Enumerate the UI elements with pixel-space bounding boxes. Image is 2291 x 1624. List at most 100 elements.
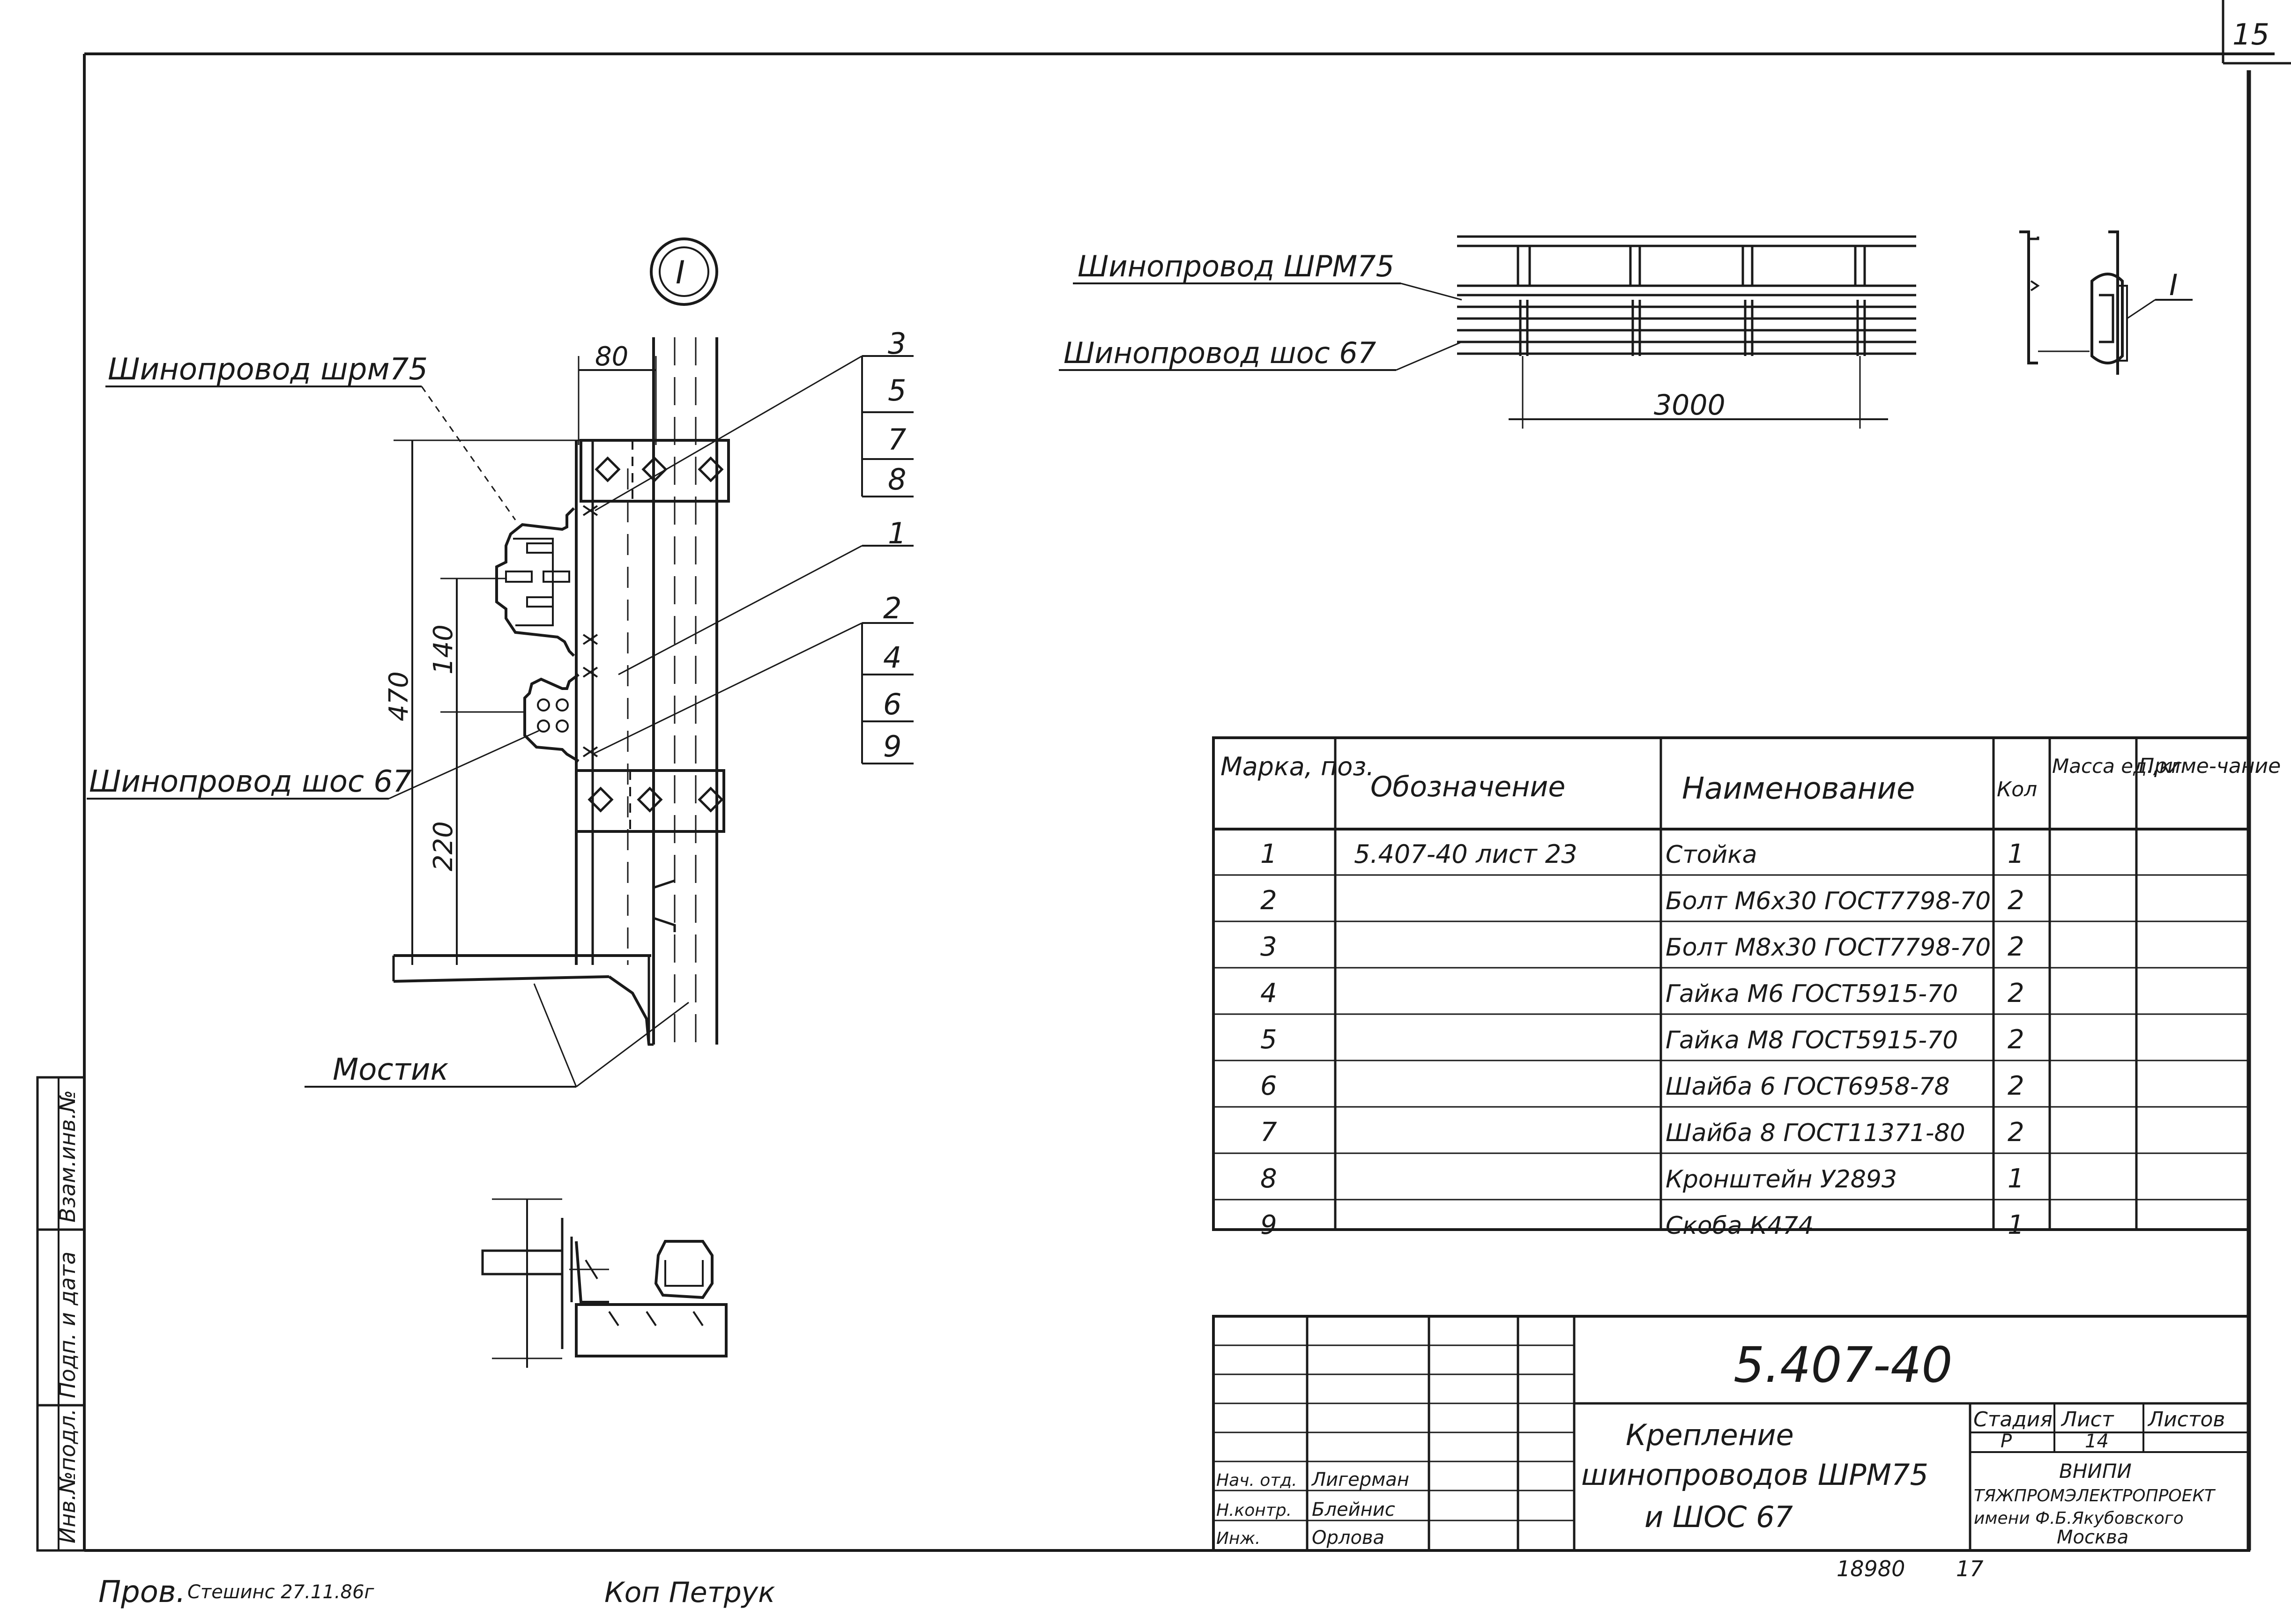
callout-6: 6	[883, 687, 901, 721]
spec-cell-pos: 1	[1260, 839, 1277, 869]
plan-view: 3000 Шинопровод ШРМ75 Шинопровод шос 67	[1059, 235, 1916, 429]
plan-label-shos67: Шинопровод шос 67	[1064, 336, 1376, 370]
staff-name-3: Орлова	[1312, 1527, 1384, 1549]
archive-number: 18980	[1837, 1556, 1905, 1581]
section-labels: Шинопровод шрм75 Шинопровод шос 67 Мости…	[87, 352, 689, 1088]
callout-4: 4	[883, 640, 901, 675]
dim-140: 140	[428, 624, 459, 675]
spec-rows: 1 5.407-40 лист 23 Стойка 1 2 Болт М6х30 ГОСТ…	[1260, 839, 2024, 1240]
spec-cell-pos: 4	[1260, 978, 1277, 1009]
spec-cell-qty: 2	[2008, 1071, 2024, 1101]
callout-9: 9	[883, 729, 901, 764]
doc-code: 5.407-40	[1733, 1336, 1953, 1394]
stamp-replace-inv: Взам.инв.№	[55, 1090, 80, 1223]
stage-value: Р	[2001, 1431, 2012, 1452]
th-mark: Марка, поз.	[1220, 752, 1374, 781]
spec-cell-designation: 5.407-40 лист 23	[1354, 839, 1577, 869]
spec-table: Марка, поз. Обозначение Наименование Кол…	[1212, 736, 2281, 1240]
spec-cell-pos: 7	[1260, 1117, 1277, 1148]
callout-5: 5	[888, 373, 906, 408]
copied-by: Коп Петрук	[604, 1576, 775, 1609]
spec-cell-name: Гайка М8 ГОСТ5915-70	[1666, 1026, 1958, 1054]
archive-sheet: 17	[1956, 1556, 1984, 1581]
callout-1: 1	[888, 516, 906, 550]
side-stamp: Инв.№подл. Подп. и дата Взам.инв.№	[36, 1076, 86, 1552]
stage-label: Стадия	[1973, 1408, 2053, 1431]
section-dimensions: 80 470 140 220	[384, 341, 657, 965]
callout-7: 7	[888, 423, 906, 457]
spec-cell-qty: 2	[2008, 1024, 2024, 1055]
staff-role-3: Инж.	[1216, 1529, 1260, 1548]
dim-3000: 3000	[1654, 389, 1726, 422]
spec-cell-pos: 2	[1260, 885, 1277, 916]
stamp-inv-orig: Инв.№подл.	[55, 1409, 80, 1543]
spec-cell-pos: 5	[1260, 1024, 1277, 1055]
org-line-3: имени Ф.Б.Якубовского	[1974, 1509, 2184, 1528]
checked-signature: Стешинс 27.11.86г	[187, 1581, 374, 1603]
staff-role-1: Нач. отд.	[1216, 1471, 1297, 1490]
bolt-marks	[582, 505, 598, 757]
spec-cell-pos: 9	[1260, 1210, 1277, 1240]
th-designation: Обозначение	[1370, 771, 1565, 803]
bottom-annotations: Пров. Стешинс 27.11.86г Коп Петрук 18980…	[98, 1556, 1984, 1609]
spec-cell-name: Стойка	[1666, 841, 1757, 869]
spec-cell-qty: 1	[2008, 1164, 2024, 1194]
callouts: 3 5 7 8 1 2 4 6 9	[592, 326, 914, 764]
org-line-2: ТЯЖПРОМЭЛЕКТРОПРОЕКТ	[1974, 1486, 2216, 1505]
spec-cell-name: Шайба 8 ГОСТ11371-80	[1666, 1119, 1965, 1147]
spec-cell-pos: 3	[1260, 932, 1277, 962]
label-wrm75: Шинопровод шрм75	[108, 352, 428, 387]
spec-cell-qty: 2	[2008, 978, 2024, 1009]
spec-cell-qty: 2	[2008, 932, 2024, 962]
side-detail-label: I	[2169, 268, 2178, 302]
title-line-1: Крепление	[1626, 1418, 1794, 1452]
callout-8: 8	[888, 462, 906, 497]
staff-name-2: Блейнис	[1312, 1499, 1395, 1520]
org-line-4: Москва	[2057, 1527, 2128, 1548]
spec-cell-qty: 2	[2008, 1117, 2024, 1148]
spec-cell-name: Кронштейн У2893	[1666, 1165, 1897, 1194]
stamp-sign-date: Подп. и дата	[55, 1252, 80, 1398]
title-line-2: шинопроводов ШРМ75	[1581, 1458, 1928, 1492]
dim-470: 470	[384, 671, 414, 721]
clip-detail	[481, 1198, 728, 1368]
dim-80: 80	[595, 341, 628, 372]
checked-label: Пров.	[98, 1575, 186, 1609]
sheets-label: Листов	[2147, 1408, 2225, 1431]
sheet-value: 14	[2085, 1431, 2109, 1452]
plan-label-wrm75: Шинопровод ШРМ75	[1078, 249, 1394, 283]
detail-marker: I	[650, 237, 718, 306]
spec-cell-pos: 6	[1260, 1071, 1277, 1101]
spec-cell-name: Шайба 6 ГОСТ6958-78	[1666, 1073, 1950, 1101]
spec-cell-pos: 8	[1260, 1164, 1277, 1194]
callout-3: 3	[888, 326, 906, 361]
spec-cell-name: Скоба К474	[1666, 1212, 1814, 1240]
th-qty: Кол	[1997, 778, 2037, 801]
spec-cell-name: Болт М6х30 ГОСТ7798-70	[1666, 887, 1991, 915]
sheet-frame	[83, 0, 2291, 1552]
th-note: Приме-чание	[2139, 754, 2281, 778]
org-line-1: ВНИПИ	[2059, 1460, 2132, 1483]
label-bridge: Мостик	[333, 1053, 448, 1087]
side-view: I	[2019, 230, 2193, 375]
staff-role-2: Н.контр.	[1216, 1501, 1292, 1520]
detail-marker-label: I	[676, 254, 685, 291]
spec-cell-qty: 1	[2008, 1210, 2024, 1240]
label-shos67: Шинопровод шос 67	[89, 764, 412, 799]
th-mass: Масса ед.,кг	[2052, 755, 2182, 778]
sheet-label: Лист	[2060, 1408, 2114, 1431]
th-name: Наименование	[1682, 771, 1915, 806]
spec-cell-qty: 2	[2008, 885, 2024, 916]
callout-2: 2	[883, 591, 901, 625]
spec-cell-name: Гайка М6 ГОСТ5915-70	[1666, 980, 1958, 1008]
staff-name-1: Лигерман	[1311, 1469, 1409, 1491]
section-view	[392, 337, 730, 1046]
title-line-3: и ШОС 67	[1644, 1500, 1793, 1534]
spec-cell-name: Болт М8х30 ГОСТ7798-70	[1666, 934, 1991, 962]
dim-220: 220	[428, 821, 459, 871]
spec-cell-qty: 1	[2008, 839, 2024, 869]
title-block: 5.407-40 Крепление шинопроводов ШРМ75 и …	[1212, 1315, 2250, 1552]
sheet-number: 15	[2232, 17, 2269, 52]
